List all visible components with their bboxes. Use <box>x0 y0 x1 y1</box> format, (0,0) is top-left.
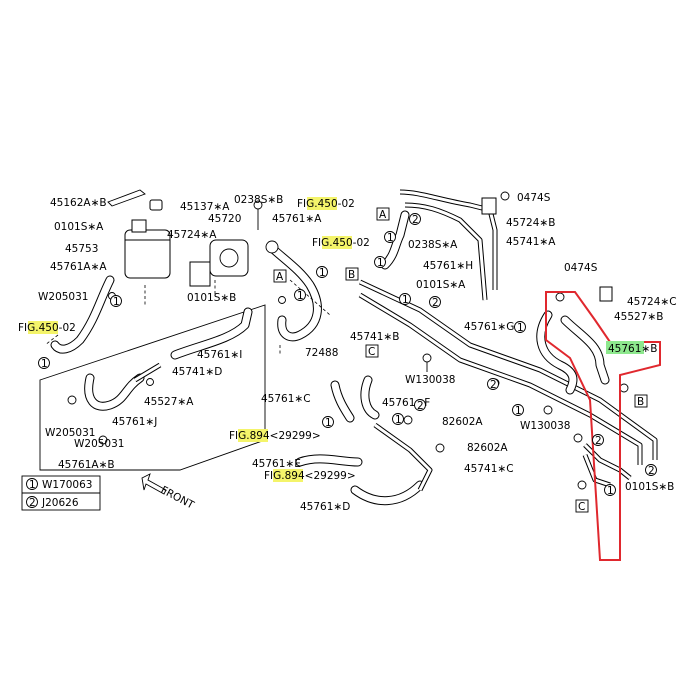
figref-450-left[interactable]: FIG.450-02 <box>18 322 76 334</box>
label-72488: 72488 <box>305 347 338 359</box>
upper-right-group <box>380 189 510 301</box>
label-45761j: 45761∗J <box>112 416 157 428</box>
svg-text:1: 1 <box>113 296 120 308</box>
label-45761d: 45761∗D <box>300 501 350 513</box>
legend: 1 W170063 2 J20626 <box>21 475 101 511</box>
label-45741a: 45741∗A <box>506 236 556 248</box>
svg-text:1: 1 <box>325 417 332 429</box>
svg-text:1: 1 <box>319 267 326 279</box>
ref-a-middle: A <box>276 271 284 283</box>
label-0238sb: 0238S∗B <box>234 194 283 206</box>
label-45741c: 45741∗C <box>464 463 514 475</box>
label-45761aa: 45761A∗A <box>50 261 107 273</box>
figref-894-a[interactable]: FIG.894<29299> <box>229 430 321 442</box>
selected-highlight <box>606 341 644 354</box>
legend-num-2: 2 <box>29 497 36 509</box>
legend-code-2: J20626 <box>41 497 79 509</box>
ref-c-lower: C <box>578 501 585 513</box>
label-45761i: 45761∗I <box>197 349 242 361</box>
bracket-45724c <box>599 286 613 302</box>
numbered-callouts: 1 1 1 1 1 1 1 1 1 1 1 1 2 2 2 2 2 2 <box>38 213 657 497</box>
svg-text:2: 2 <box>432 297 439 309</box>
label-45137a: 45137∗A <box>180 201 230 213</box>
svg-text:1: 1 <box>517 322 524 334</box>
svg-text:2: 2 <box>417 400 424 412</box>
label-45761c: 45761∗C <box>261 393 311 405</box>
label-w130038-b: W130038 <box>520 420 570 432</box>
ref-a-upper: A <box>379 209 387 221</box>
figref-894-b[interactable]: FIG.894<29299> <box>264 470 356 482</box>
bracket-45724b <box>481 197 497 215</box>
label-45753: 45753 <box>65 243 98 255</box>
svg-text:1: 1 <box>515 405 522 417</box>
label-w205031-b: W205031 <box>45 427 95 439</box>
ref-b-left: B <box>348 269 355 281</box>
svg-text:2: 2 <box>595 435 602 447</box>
svg-text:1: 1 <box>41 358 48 370</box>
front-arrow-icon <box>141 473 167 495</box>
label-45720: 45720 <box>208 213 241 225</box>
label-45761a-top: 45761∗A <box>272 213 322 225</box>
svg-text:1: 1 <box>395 414 402 426</box>
label-45162ab: 45162A∗B <box>50 197 107 209</box>
cap-45137 <box>149 199 163 211</box>
front-label: FRONT <box>159 484 197 512</box>
part-labels: 45162A∗B 45137∗A 0238S∗B 0101S∗A 45720 4… <box>38 192 677 513</box>
reservoir-tank <box>124 229 171 279</box>
legend-num-1: 1 <box>29 479 36 491</box>
reservoir-cap <box>131 219 147 233</box>
label-45724c: 45724∗C <box>627 296 677 308</box>
svg-text:2: 2 <box>648 465 655 477</box>
svg-text:2: 2 <box>412 214 419 226</box>
figref-450-top[interactable]: FIG.450-02 <box>297 198 355 210</box>
group-outline <box>39 304 266 471</box>
svg-text:2: 2 <box>490 379 497 391</box>
label-45761h: 45761∗H <box>423 260 473 272</box>
label-82602a-b: 82602A <box>467 442 508 454</box>
label-w130038-a: W130038 <box>405 374 455 386</box>
label-45761b[interactable]: 45761∗B <box>608 343 657 355</box>
svg-text:1: 1 <box>387 232 394 244</box>
label-0474s-a: 0474S <box>517 192 551 204</box>
label-w205031-c: W205031 <box>74 438 124 450</box>
middle-a-group <box>265 240 331 355</box>
label-0101sa: 0101S∗A <box>54 221 104 233</box>
svg-text:1: 1 <box>377 257 384 269</box>
label-0474s-b: 0474S <box>564 262 598 274</box>
ref-c-upper: C <box>368 346 375 358</box>
svg-text:1: 1 <box>607 485 614 497</box>
label-45741d: 45741∗D <box>172 366 222 378</box>
label-45761e: 45761∗E <box>252 458 301 470</box>
fig-references: FIG.450-02 FIG.450-02 FIG.450-02 FIG.894… <box>18 197 370 482</box>
label-45741b: 45741∗B <box>350 331 399 343</box>
bracket-45724a <box>189 261 211 287</box>
label-45761ab: 45761A∗B <box>58 459 115 471</box>
bracket-45162a <box>107 189 146 207</box>
label-45527b: 45527∗B <box>614 311 663 323</box>
front-indicator: FRONT <box>141 473 197 512</box>
label-0238sa: 0238S∗A <box>408 239 458 251</box>
svg-text:1: 1 <box>402 294 409 306</box>
ref-b-right: B <box>637 396 644 408</box>
selection-box <box>545 291 661 561</box>
label-45527a: 45527∗A <box>144 396 194 408</box>
label-0101sa-r: 0101S∗A <box>416 279 466 291</box>
label-45724a: 45724∗A <box>167 229 217 241</box>
label-w205031-a: W205031 <box>38 291 88 303</box>
legend-code-1: W170063 <box>42 479 92 491</box>
svg-text:1: 1 <box>297 290 304 302</box>
label-45724b: 45724∗B <box>506 217 555 229</box>
label-45761g: 45761∗G <box>464 321 514 333</box>
figref-450-mid[interactable]: FIG.450-02 <box>312 237 370 249</box>
label-0101sb-r: 0101S∗B <box>625 481 674 493</box>
reservoir-group <box>39 189 266 471</box>
label-82602a-a: 82602A <box>442 416 483 428</box>
ref-boxes: A A B B C C <box>273 207 648 513</box>
main-pipe-group <box>295 279 658 506</box>
label-0101sb: 0101S∗B <box>187 292 236 304</box>
